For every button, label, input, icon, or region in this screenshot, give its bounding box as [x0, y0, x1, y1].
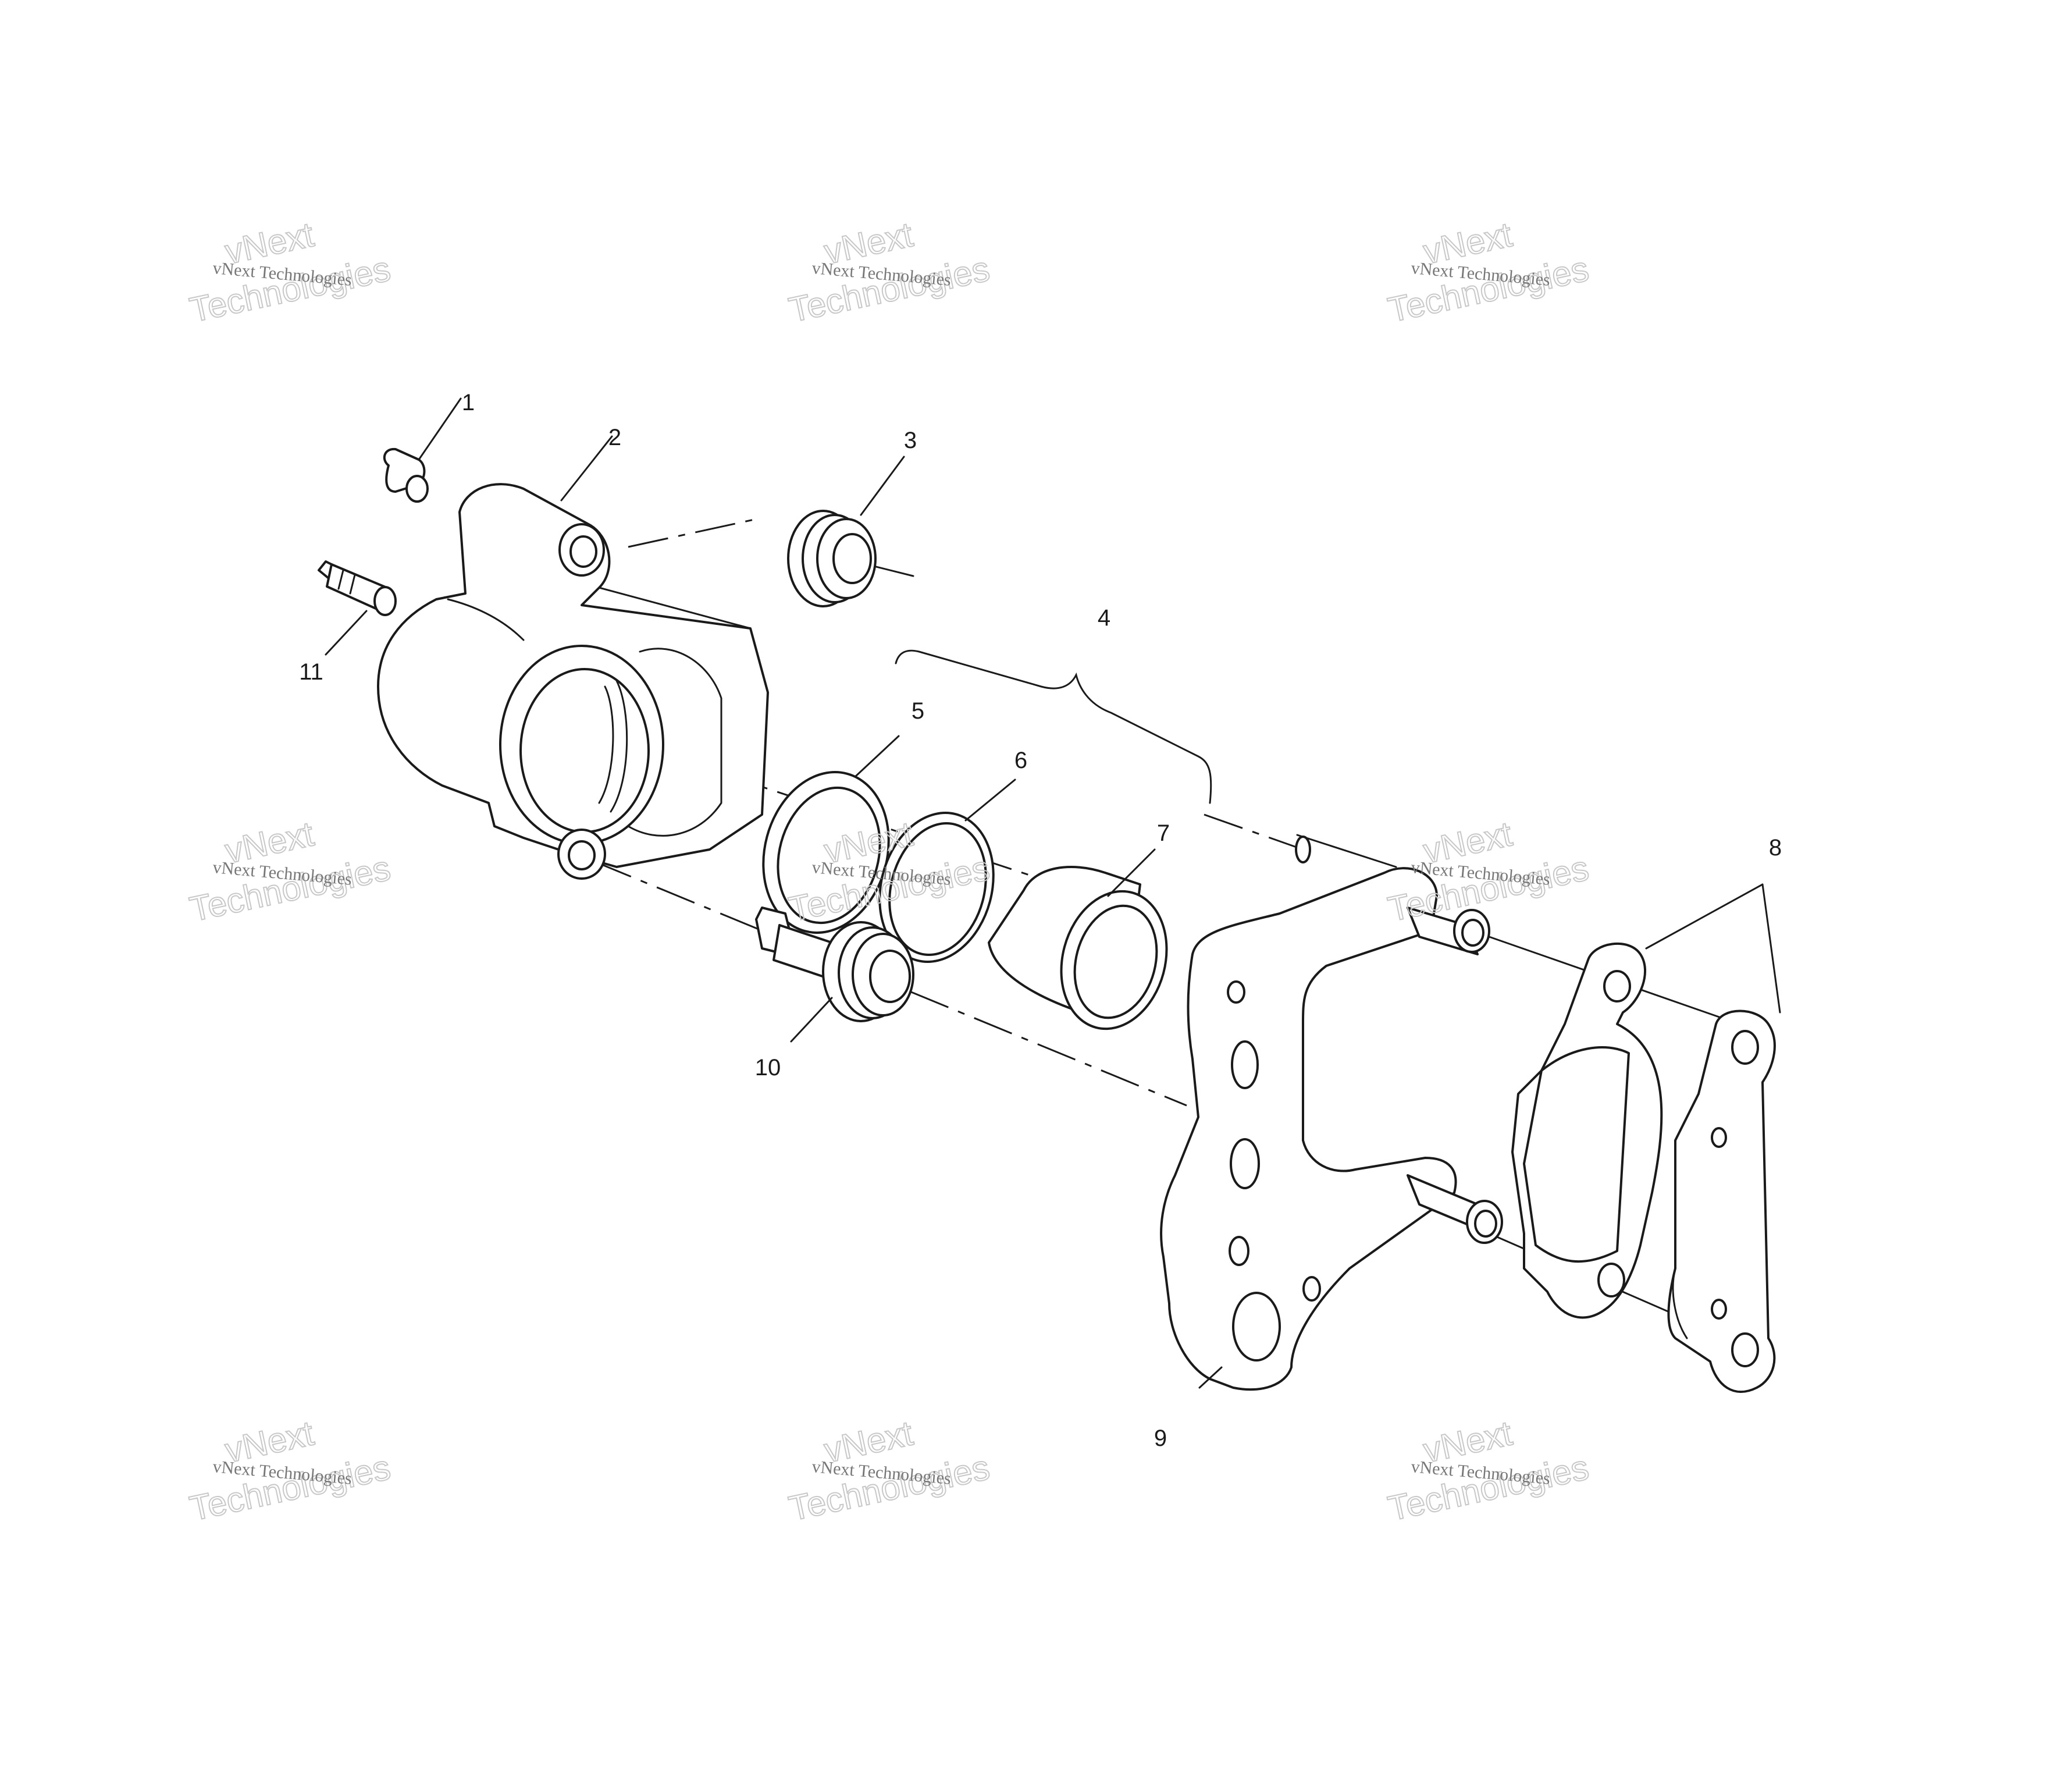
watermarks: vNext Technologies vNext Technologies vN… [186, 214, 1593, 1528]
watermark-r3-c2: vNext Technologies vNext Technologies [785, 1413, 994, 1528]
part-8-brake-pad-outer [1667, 1009, 1776, 1394]
callout-labels: 1 2 3 4 5 6 7 8 9 10 11 [299, 390, 1782, 1451]
callout-9: 9 [1154, 1426, 1167, 1451]
part-5-seal-ring [762, 771, 890, 934]
watermark-r3-c3: vNext Technologies vNext Technologies [1384, 1413, 1593, 1528]
watermark-r1-c3: vNext Technologies vNext Technologies [1384, 214, 1593, 330]
callout-4: 4 [1098, 605, 1110, 631]
callout-11: 11 [299, 659, 323, 685]
part-3-boot-upper [787, 510, 877, 607]
callout-5: 5 [912, 698, 924, 724]
callout-leaders [325, 397, 1781, 1389]
watermark-r2-c3: vNext Technologies vNext Technologies [1384, 813, 1593, 929]
part-1-bleeder-cap [383, 447, 429, 503]
part-8-brake-pad-inner [1511, 942, 1663, 1319]
callout-1: 1 [462, 390, 475, 415]
watermark-r3-c1: vNext Technologies vNext Technologies [186, 1413, 394, 1528]
callout-3: 3 [904, 428, 917, 453]
part-6-o-ring [878, 812, 995, 963]
part-10-lower-boot-and-bolt [755, 907, 914, 1022]
part-9-mounting-bracket [1160, 834, 1503, 1391]
watermark-r2-c1: vNext Technologies vNext Technologies [186, 813, 394, 929]
callout-8: 8 [1769, 835, 1782, 861]
part-11-bleeder-screw [318, 560, 397, 616]
axis-bracket-upper [1204, 813, 1304, 851]
callout-2: 2 [608, 425, 621, 450]
watermark-r1-c2: vNext Technologies vNext Technologies [785, 214, 994, 330]
callout-7: 7 [1157, 820, 1170, 846]
callout-10: 10 [755, 1055, 781, 1080]
axis-lower-pin [593, 860, 1187, 1107]
kit-bracket-4 [895, 649, 1212, 804]
axis-upper-pin [628, 517, 763, 548]
watermark-r1-c1: vNext Technologies vNext Technologies [186, 214, 394, 330]
part-2-caliper-body [377, 483, 769, 880]
callout-6: 6 [1014, 748, 1027, 773]
part-7-piston [988, 866, 1168, 1030]
